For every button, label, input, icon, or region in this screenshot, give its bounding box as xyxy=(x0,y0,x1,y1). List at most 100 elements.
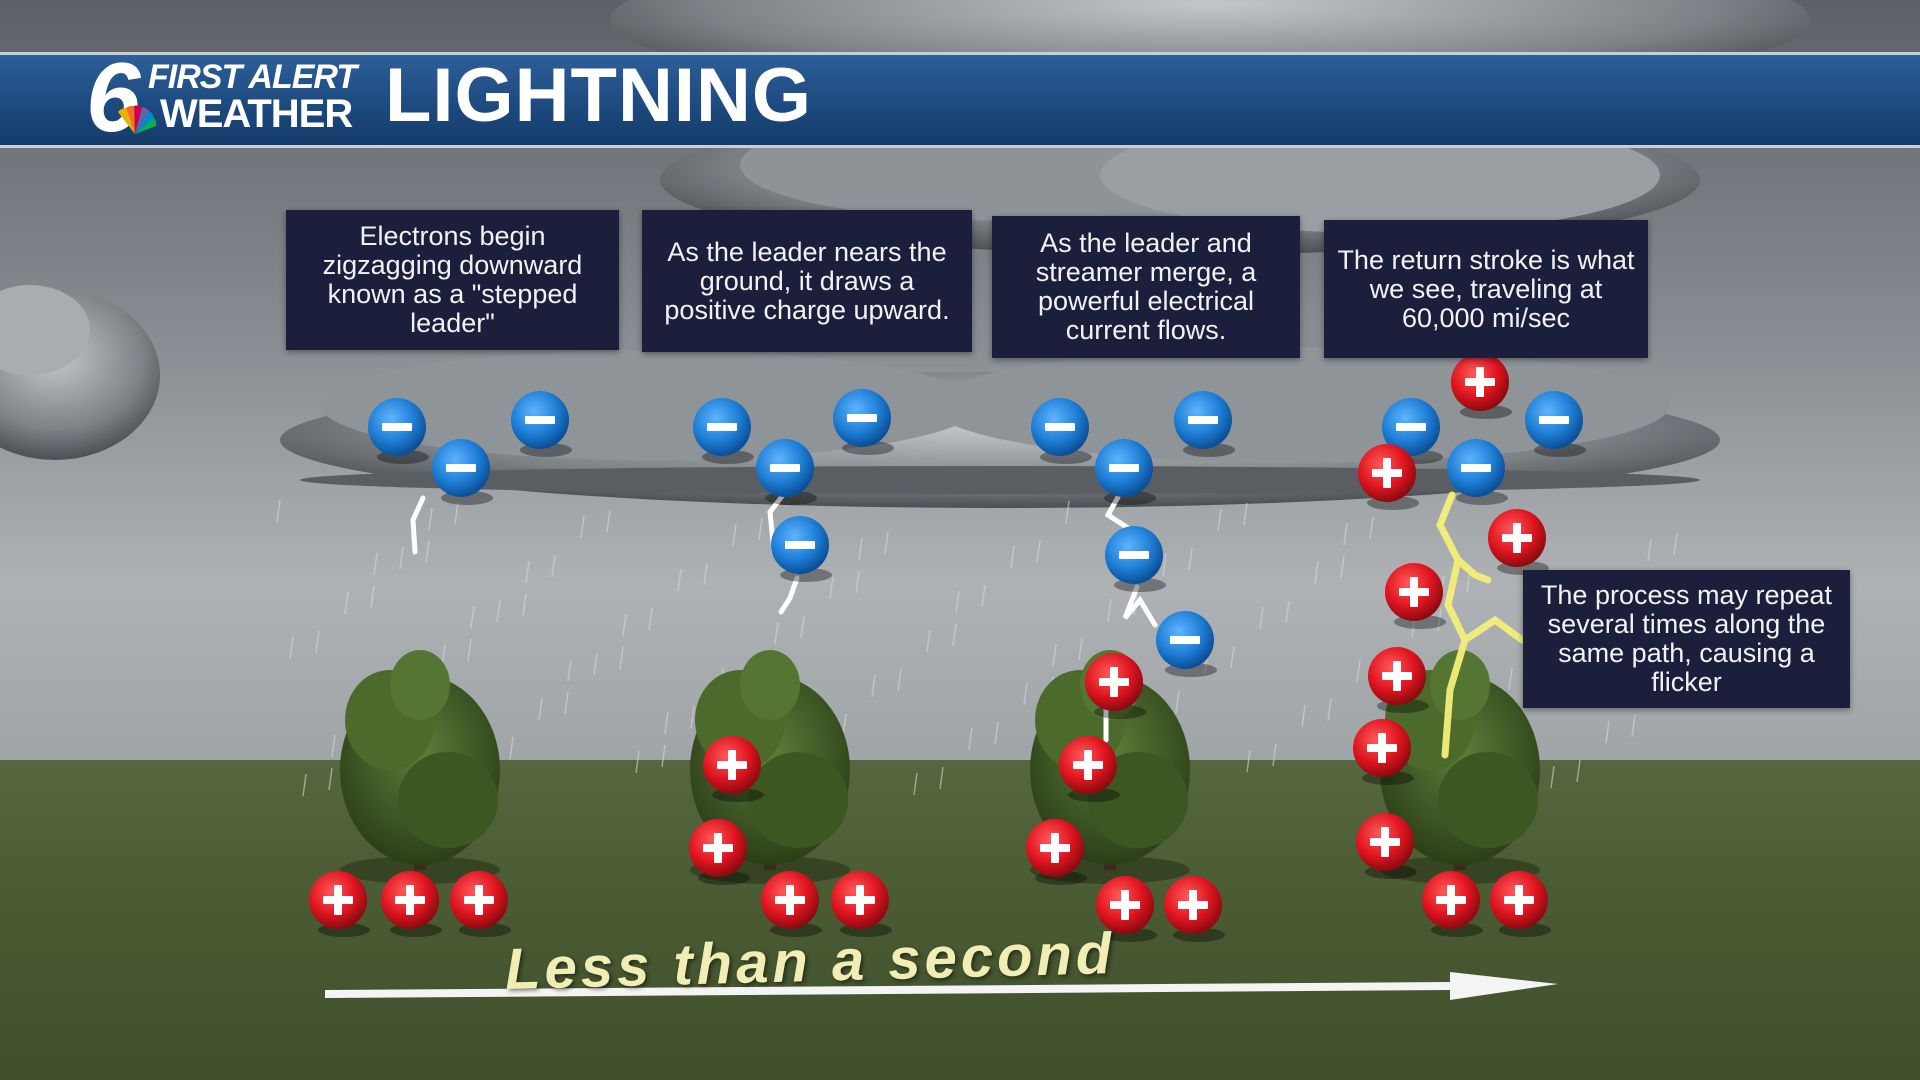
leader-stage-3-upper xyxy=(1104,494,1131,531)
rain-drop xyxy=(1188,547,1193,571)
rain-drop xyxy=(1356,659,1361,683)
rain-drop xyxy=(289,636,294,660)
rain-drop xyxy=(331,734,336,758)
plus-charge-icon xyxy=(1164,876,1225,942)
rain-drop xyxy=(855,570,860,594)
plus-charge-icon xyxy=(1422,871,1483,937)
rain-drop xyxy=(328,767,333,791)
rain-drop xyxy=(1285,600,1290,624)
minus-charge-icon xyxy=(368,398,429,464)
rain-drop xyxy=(829,576,834,600)
rain-drop xyxy=(1550,765,1555,789)
rain-drop xyxy=(425,540,430,564)
rain-drop xyxy=(593,652,598,676)
minus-charge-icon xyxy=(1525,391,1586,457)
rain-drop xyxy=(496,599,501,623)
minus-charge-icon xyxy=(756,439,817,505)
rain-drop xyxy=(1631,714,1636,738)
rain-drop xyxy=(509,736,514,760)
plus-charge-icon xyxy=(1026,819,1087,885)
rain-drop xyxy=(370,585,375,609)
rain-drop xyxy=(648,607,653,631)
caption-stepped-leader: Electrons begin zigzagging downward know… xyxy=(286,210,619,350)
minus-charge-icon xyxy=(1174,391,1235,457)
minus-charge-icon xyxy=(771,516,832,582)
return-stroke xyxy=(1436,491,1526,759)
rain-drop xyxy=(1343,522,1348,546)
rain-drop xyxy=(1369,516,1374,540)
rain-drop xyxy=(373,552,378,576)
rain-drop xyxy=(800,615,805,639)
rain-drop xyxy=(1243,502,1248,526)
logo-first-alert: FIRST ALERT xyxy=(148,58,357,96)
rain-drop xyxy=(952,623,957,647)
plus-charge-icon xyxy=(761,871,822,937)
rain-drop xyxy=(1673,532,1678,556)
rain-drop xyxy=(1217,508,1222,532)
rain-drop xyxy=(926,629,931,653)
rain-drop xyxy=(622,613,627,637)
rain-drop xyxy=(315,630,320,654)
rain-drop xyxy=(606,509,611,533)
rain-drop xyxy=(968,727,973,751)
rain-drop xyxy=(897,668,902,692)
minus-charge-icon xyxy=(1105,526,1166,592)
rain-drop xyxy=(454,501,459,525)
minus-charge-icon xyxy=(1156,611,1217,677)
rain-drop xyxy=(1272,743,1277,767)
rain-drop xyxy=(567,658,572,682)
plus-charge-icon xyxy=(1353,719,1414,785)
rain-drop xyxy=(1576,759,1581,783)
peacock-icon xyxy=(118,105,157,134)
plus-charge-icon xyxy=(1059,736,1120,802)
tree-icon xyxy=(340,650,500,884)
plus-charge-icon xyxy=(1085,653,1146,719)
minus-charge-icon xyxy=(1031,398,1092,464)
rain-drop xyxy=(1340,555,1345,579)
rain-drop xyxy=(580,515,585,539)
rain-drop xyxy=(619,646,624,670)
rain-drop xyxy=(1175,690,1180,714)
rain-drop xyxy=(1078,637,1083,661)
rain-drop xyxy=(661,744,666,768)
rain-drop xyxy=(1052,643,1057,667)
rain-drop xyxy=(1065,500,1070,524)
minus-charge-icon xyxy=(511,391,572,457)
minus-charge-icon xyxy=(432,439,493,505)
rain-drop xyxy=(939,766,944,790)
rain-drop xyxy=(538,697,543,721)
rain-drop xyxy=(913,772,918,796)
leader-stage-1 xyxy=(410,495,426,555)
rain-drop xyxy=(677,568,682,592)
rain-drop xyxy=(871,674,876,698)
minus-charge-icon xyxy=(1447,439,1508,505)
rain-drop xyxy=(758,517,763,541)
leader-stage-2-lower xyxy=(778,575,800,615)
plus-charge-icon xyxy=(1368,647,1429,713)
plus-charge-icon xyxy=(1358,444,1419,510)
rain-drop xyxy=(1301,704,1306,728)
page-title: LIGHTNING xyxy=(385,53,812,138)
tree-icon xyxy=(1380,650,1540,884)
rain-drop xyxy=(884,531,889,555)
caption-current-flows: As the leader and streamer merge, a powe… xyxy=(992,216,1300,358)
rain-drop xyxy=(774,621,779,645)
rain-drop xyxy=(1605,720,1610,744)
rain-drop xyxy=(467,638,472,662)
rain-drop xyxy=(1437,608,1442,632)
rain-drop xyxy=(664,711,669,735)
charges xyxy=(309,353,1586,942)
rain-drop xyxy=(1246,749,1251,773)
rain-drop xyxy=(470,605,475,629)
caption-flicker: The process may repeat several times alo… xyxy=(1523,570,1850,708)
rain-drop xyxy=(551,554,556,578)
plus-charge-icon xyxy=(381,871,442,937)
rain-drop xyxy=(525,560,530,584)
rain-drop xyxy=(1036,539,1041,563)
rain-drop xyxy=(994,721,999,745)
rain-drop xyxy=(428,507,433,531)
plus-charge-icon xyxy=(1096,876,1157,942)
logo-weather: WEATHER xyxy=(160,92,353,136)
rain-drop xyxy=(399,546,404,570)
